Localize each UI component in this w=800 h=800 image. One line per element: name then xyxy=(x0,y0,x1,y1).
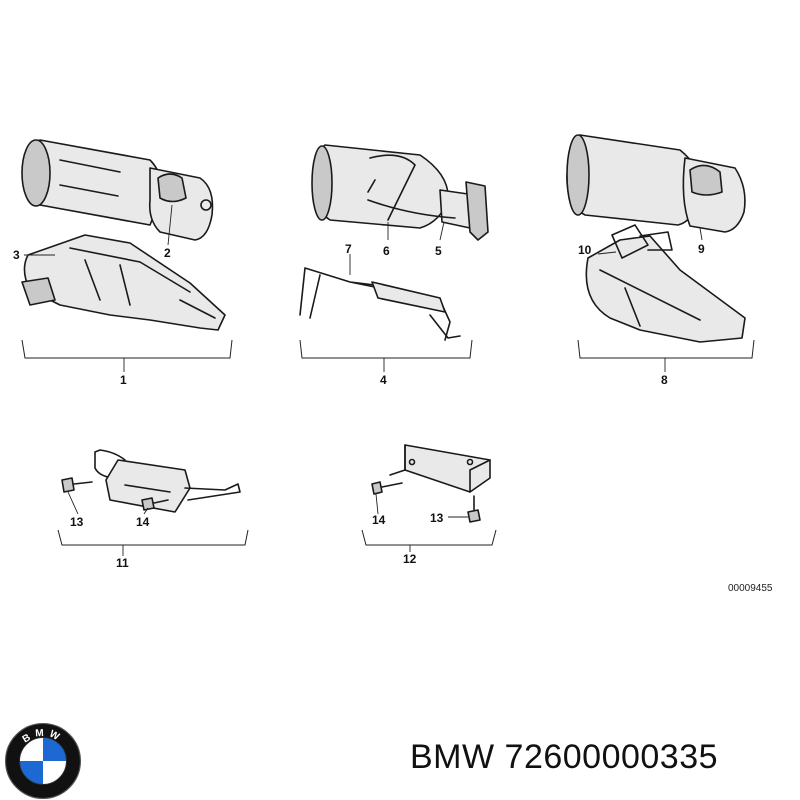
group-bracket-1 xyxy=(21,339,233,359)
callout-10: 10 xyxy=(578,243,592,257)
assembly-4-drawing xyxy=(299,144,489,341)
callout-5: 5 xyxy=(435,244,442,258)
callout-6: 6 xyxy=(383,244,390,258)
group-bracket-8 xyxy=(577,339,755,359)
group-bracket-4 xyxy=(299,339,473,359)
callout-13-left: 13 xyxy=(70,515,84,529)
reference-number: 00009455 xyxy=(728,583,773,594)
part-title: BMW 72600000335 xyxy=(410,738,719,776)
callout-3: 3 xyxy=(13,248,20,262)
leader-lines xyxy=(24,204,703,556)
group-bracket-11 xyxy=(57,529,249,546)
assembly-12-drawing xyxy=(371,444,491,523)
bmw-logo: BMW xyxy=(4,722,82,800)
callout-13-right: 13 xyxy=(430,511,444,525)
callout-14-left: 14 xyxy=(136,515,150,529)
callout-11: 11 xyxy=(116,556,129,570)
callout-8: 8 xyxy=(661,373,668,387)
callout-2: 2 xyxy=(164,246,171,260)
callout-14-right: 14 xyxy=(372,513,386,527)
assembly-1-drawing xyxy=(21,139,226,331)
assembly-8-drawing xyxy=(566,134,746,343)
callout-4: 4 xyxy=(380,373,387,387)
callout-9: 9 xyxy=(698,242,705,256)
group-bracket-12 xyxy=(361,529,497,546)
assembly-11-drawing xyxy=(61,449,241,513)
callout-7: 7 xyxy=(345,242,352,256)
callout-1: 1 xyxy=(120,373,127,387)
callout-12: 12 xyxy=(403,552,417,566)
